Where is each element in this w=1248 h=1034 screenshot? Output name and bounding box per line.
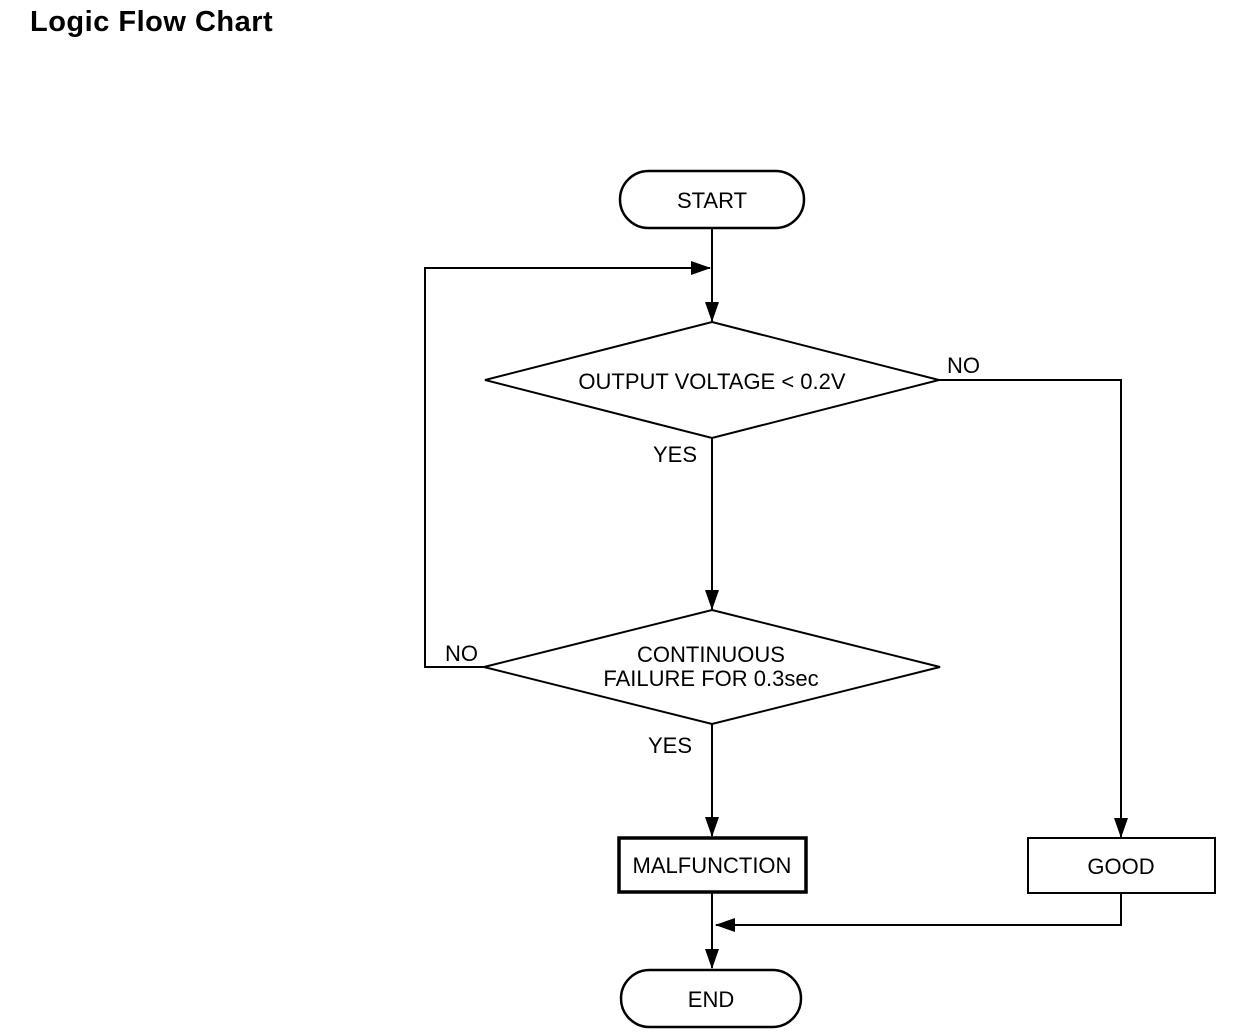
- edge-decision1-no-to-good: [939, 379, 1128, 838]
- decision1-diamond: [484, 320, 940, 440]
- good-label: GOOD: [1087, 854, 1154, 879]
- start-label: START: [677, 188, 747, 213]
- decision1-no-label: NO: [947, 353, 980, 378]
- decision2-label-line1: CONTINUOUS: [637, 642, 785, 667]
- page-title: Logic Flow Chart: [30, 6, 274, 38]
- end-node: [619, 968, 803, 1029]
- malfunction-label: MALFUNCTION: [633, 853, 792, 878]
- decision1-yes-label: YES: [653, 442, 697, 467]
- decision2-no-label: NO: [445, 641, 478, 666]
- edge-decision2-no-loopback: [424, 261, 711, 668]
- malfunction-node: [617, 836, 808, 894]
- decision2-diamond: [483, 608, 941, 726]
- good-node: [1027, 837, 1216, 894]
- start-node: [618, 169, 806, 230]
- decision1-label: OUTPUT VOLTAGE < 0.2V: [578, 369, 845, 394]
- decision2-label-line2: FAILURE FOR 0.3sec: [603, 666, 818, 691]
- end-label: END: [688, 987, 734, 1012]
- decision2-yes-label: YES: [648, 733, 692, 758]
- edge-good-to-merge: [715, 893, 1122, 932]
